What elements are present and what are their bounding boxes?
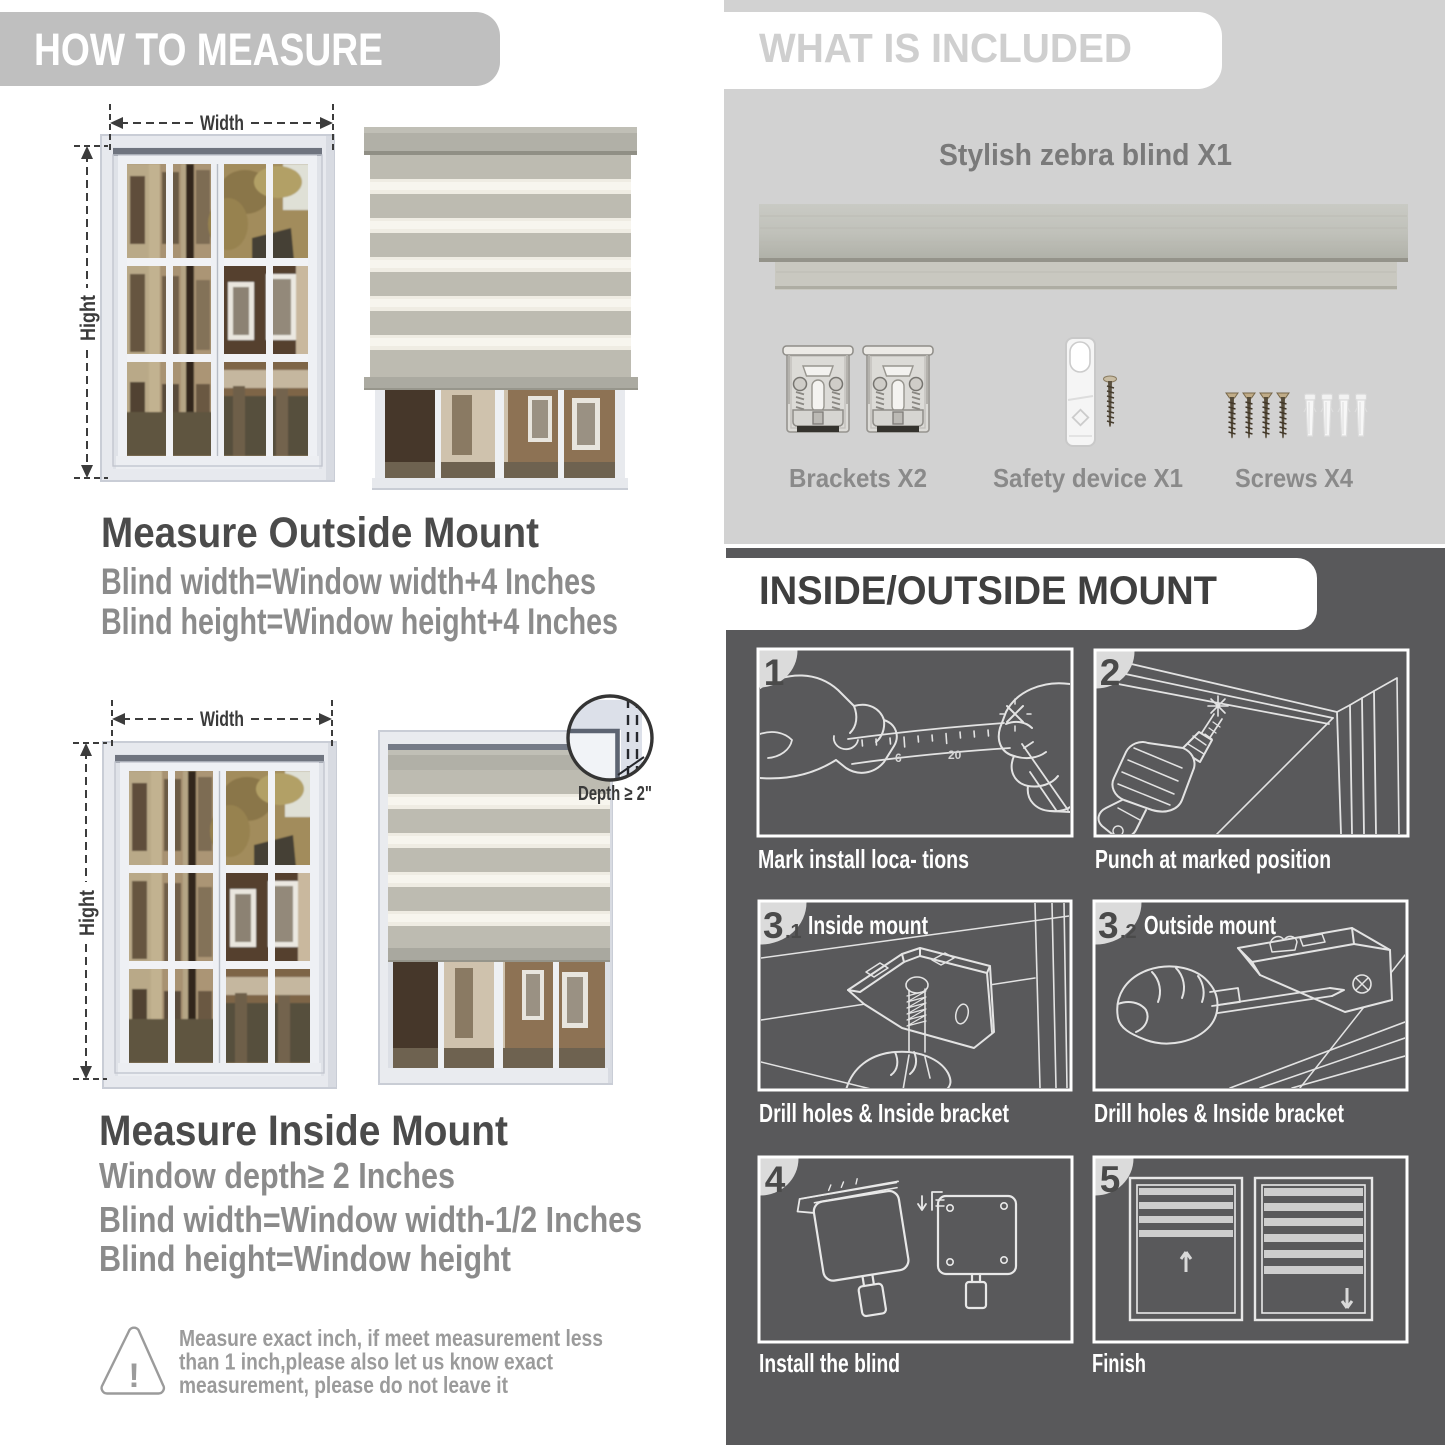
svg-text:Install the blind: Install the blind	[759, 1348, 900, 1378]
svg-text:Hight: Hight	[76, 890, 99, 936]
svg-text:than 1 inch,please also let us: than 1 inch,please also let us know exac…	[179, 1349, 553, 1375]
svg-text:Finish: Finish	[1092, 1348, 1146, 1378]
svg-text:Screws X4: Screws X4	[1235, 463, 1353, 493]
svg-text:Safety device X1: Safety device X1	[993, 463, 1183, 493]
svg-text:INSIDE/OUTSIDE MOUNT: INSIDE/OUTSIDE MOUNT	[759, 569, 1217, 613]
svg-text:Mark install loca- tions: Mark install loca- tions	[758, 844, 969, 874]
svg-text:Inside mount: Inside mount	[808, 910, 928, 940]
svg-text:2: 2	[1100, 652, 1121, 693]
svg-text:Window depth≥ 2 Inches: Window depth≥ 2 Inches	[99, 1155, 455, 1196]
svg-text:Hight: Hight	[77, 295, 100, 341]
svg-text:Measure Outside Mount: Measure Outside Mount	[101, 509, 539, 557]
svg-text:Blind height=Window height: Blind height=Window height	[99, 1238, 511, 1279]
svg-text:.1: .1	[785, 921, 802, 943]
svg-text:Measure exact inch, if meet me: Measure exact inch, if meet measurement …	[179, 1325, 603, 1351]
svg-text:20: 20	[948, 748, 962, 762]
svg-text:Drill holes & Inside bracket: Drill holes & Inside bracket	[759, 1098, 1009, 1128]
svg-text:Width: Width	[200, 708, 244, 731]
svg-text:Outside mount: Outside mount	[1144, 910, 1276, 940]
svg-text:Blind height=Window height+4 I: Blind height=Window height+4 Inches	[101, 601, 618, 642]
svg-text:Depth ≥ 2": Depth ≥ 2"	[578, 783, 652, 805]
svg-text:HOW TO MEASURE: HOW TO MEASURE	[34, 24, 383, 75]
svg-text:Stylish zebra blind X1: Stylish zebra blind X1	[939, 137, 1232, 172]
svg-text:.2: .2	[1120, 921, 1137, 943]
svg-text:Punch at marked position: Punch at marked position	[1095, 844, 1331, 874]
svg-text:1: 1	[764, 652, 785, 693]
svg-text:WHAT IS INCLUDED: WHAT IS INCLUDED	[759, 25, 1132, 71]
svg-text:5: 5	[1100, 1159, 1121, 1200]
svg-text:6: 6	[895, 751, 902, 765]
svg-text:Blind width=Window width-1/2 I: Blind width=Window width-1/2 Inches	[99, 1199, 642, 1240]
svg-text:4: 4	[765, 1159, 786, 1200]
svg-text:Width: Width	[200, 112, 244, 135]
svg-text:Brackets X2: Brackets X2	[789, 463, 927, 493]
svg-text:Blind width=Window width+4 Inc: Blind width=Window width+4 Inches	[101, 561, 596, 602]
svg-text:3: 3	[1098, 905, 1119, 946]
svg-text:3: 3	[763, 905, 784, 946]
svg-text:!: !	[128, 1357, 139, 1395]
svg-text:Measure Inside Mount: Measure Inside Mount	[99, 1107, 508, 1155]
svg-text:Drill holes & Inside bracket: Drill holes & Inside bracket	[1094, 1098, 1344, 1128]
svg-text:measurement, please do not lea: measurement, please do not leave it	[179, 1372, 508, 1398]
